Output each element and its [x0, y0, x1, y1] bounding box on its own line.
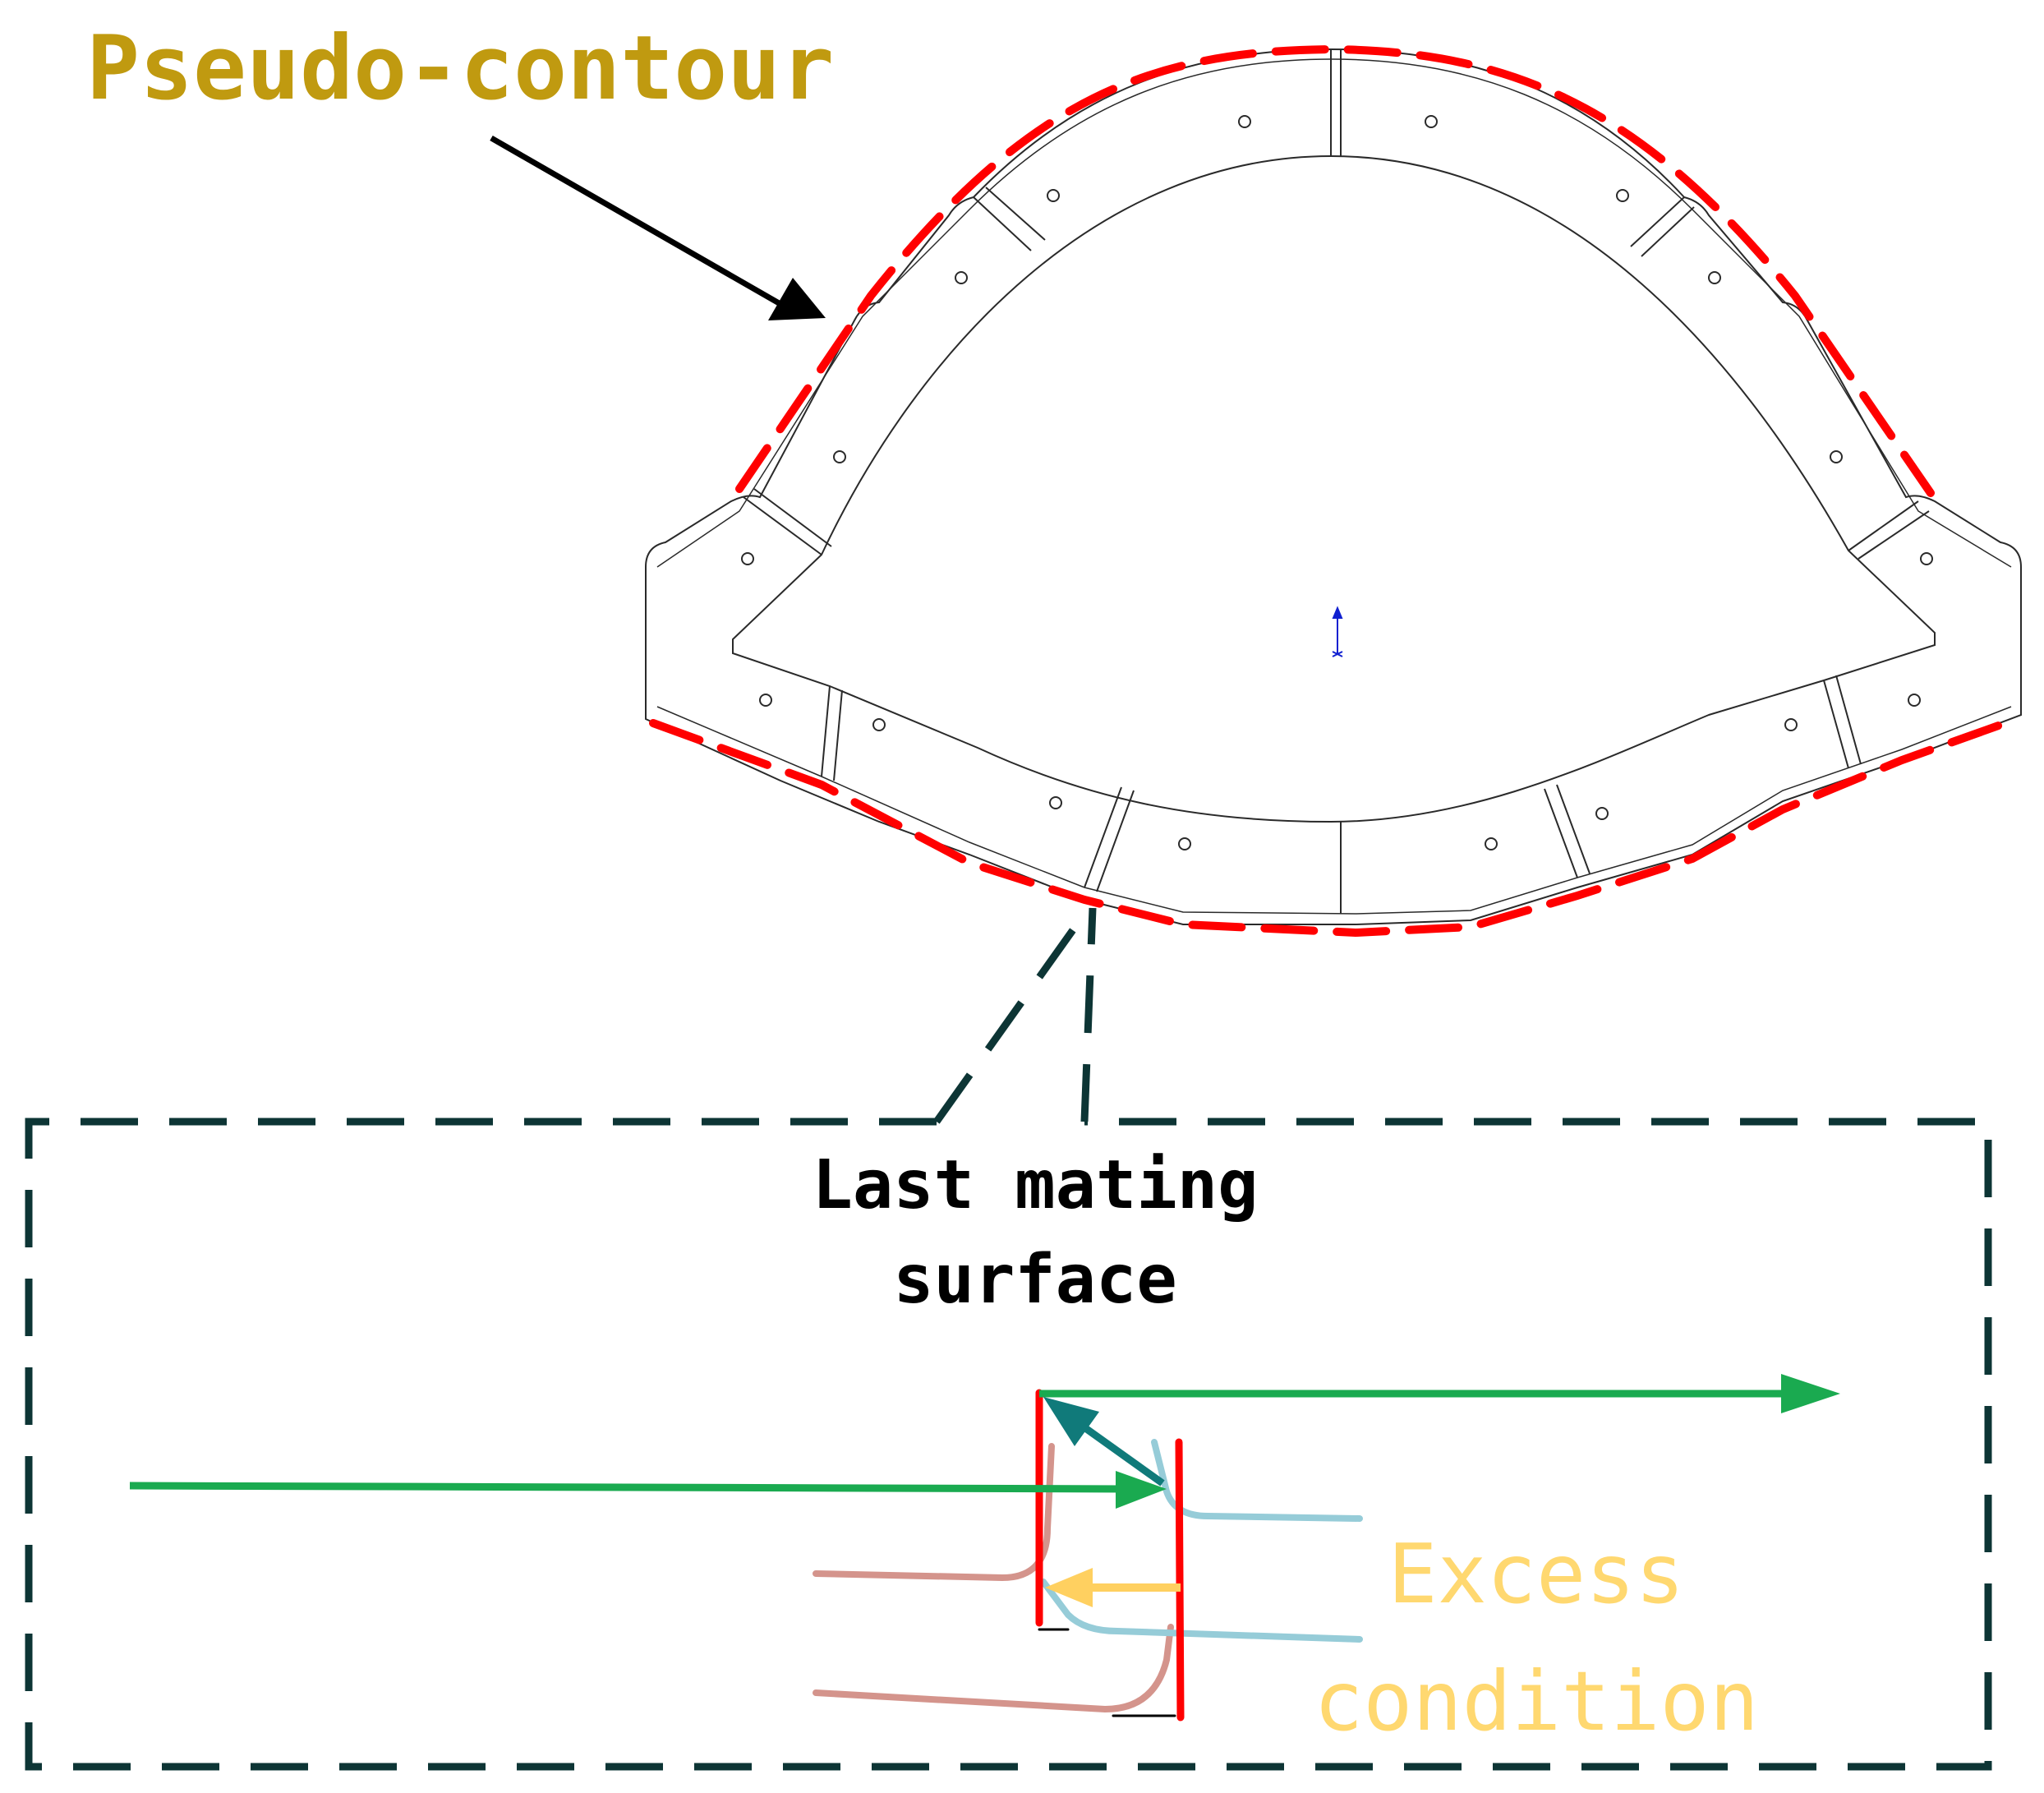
- rose-profile-lower: [813, 1624, 1174, 1713]
- pseudo-contour-top: [735, 44, 1935, 497]
- blue-profile-lower: [1040, 1579, 1363, 1643]
- pseudo-contour-arrow: [490, 135, 782, 307]
- pseudo-contour-dashes: [649, 44, 2021, 938]
- last-mating-label-line2: surface: [893, 1241, 1177, 1319]
- segment-ring: [645, 48, 2022, 925]
- green-arrows: [129, 1374, 1840, 1509]
- green-arrow-upper-head: [1781, 1374, 1840, 1413]
- yellow-arrow: [1045, 1568, 1181, 1607]
- callout-leader-right: [1080, 907, 1097, 1122]
- pseudo-contour-arrowhead: [768, 278, 826, 320]
- mating-surface-right: [1175, 1438, 1185, 1722]
- rose-profile-upper: [813, 1443, 1055, 1582]
- last-mating-label-line1: Last mating: [812, 1146, 1258, 1224]
- blue-profile-upper: [1151, 1439, 1363, 1522]
- green-arrow-lower-head: [1116, 1471, 1167, 1509]
- pseudo-contour-label: Pseudo-contour: [86, 17, 834, 120]
- pseudo-contour-bottom: [649, 715, 2021, 938]
- excess-label-line1: Excess: [1388, 1526, 1684, 1622]
- callout-box: [25, 906, 1992, 1771]
- excess-label-line2: condition: [1314, 1653, 1759, 1749]
- teal-arrow: [1043, 1397, 1165, 1486]
- bolt-holes: [741, 115, 1933, 850]
- origin-marker: [1332, 606, 1343, 657]
- segment-joints: [743, 49, 1930, 914]
- ring-inner-contour: [732, 154, 1936, 823]
- callout-leader-left: [933, 906, 1092, 1124]
- ring-outer-offset: [656, 706, 2012, 915]
- detail-sketch: [813, 1389, 1363, 1722]
- teal-arrow-head: [1043, 1397, 1099, 1446]
- yellow-arrow-head: [1045, 1568, 1093, 1607]
